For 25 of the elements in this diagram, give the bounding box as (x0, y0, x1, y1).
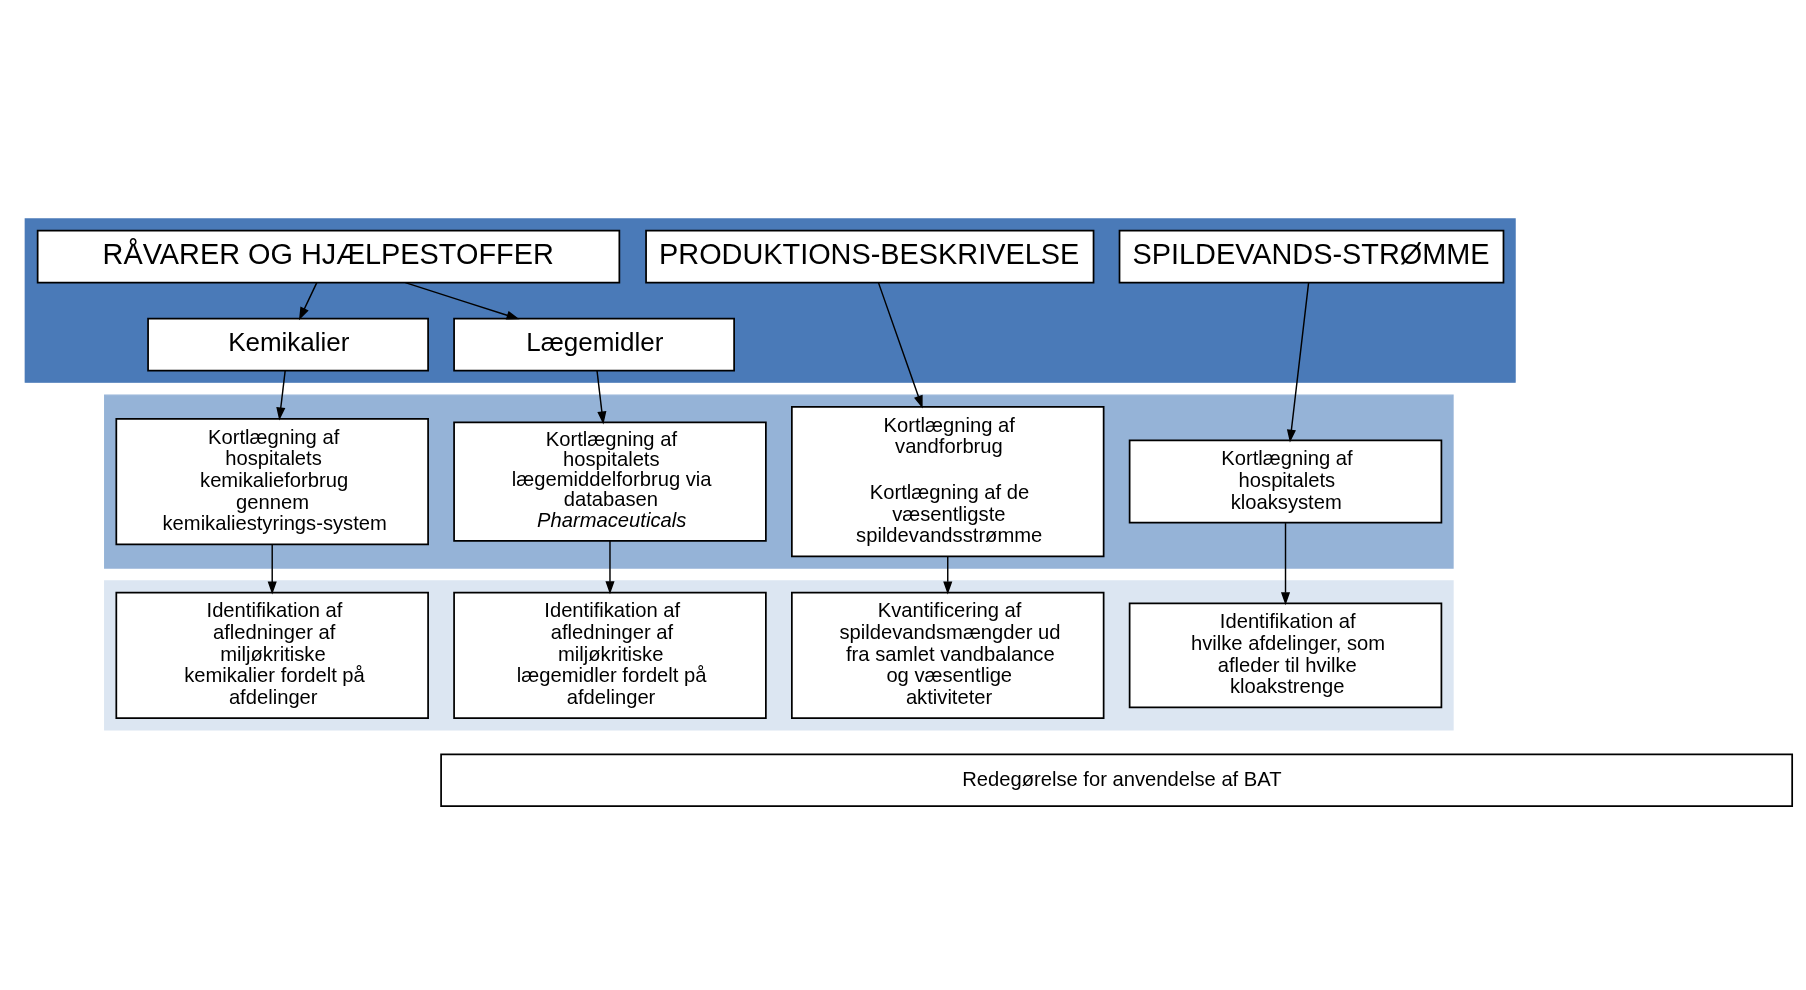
arrow (298, 281, 318, 320)
node-box: PRODUKTIONS-BESKRIVELSE (645, 229, 1095, 283)
cluster (24, 217, 1516, 383)
node-box: Lægemidler (453, 317, 735, 371)
arrow (404, 281, 520, 320)
arrow (596, 369, 607, 424)
node-box: RÅVARER OG HJÆLPESTOFFER (36, 229, 621, 283)
node-box: Redegørelse for anvendelse af BAT (440, 752, 1794, 807)
node-box: Kvantificering af spildevandsmængder ud fra samlet vandbalance og væsentlige aktiviteter (791, 591, 1105, 719)
arrow (1286, 281, 1310, 443)
node-box: Kortlægning af hospitalets kemikalieforbrug gennem kemikaliestyrings-system (115, 417, 429, 545)
node-box: Kortlægning af hospitalets lægemiddelforbrug via databasen Pharmaceuticals (453, 421, 767, 542)
node-box: Identifikation af afledninger af miljøkritiske lægemidler fordelt på afdelinger (453, 591, 767, 719)
node-box: Kemikalier (147, 317, 429, 371)
arrow (1280, 521, 1291, 605)
arrow (267, 543, 277, 594)
node-box: Identifikation af afledninger af miljøkritiske kemikalier fordelt på afdelinger (115, 591, 429, 719)
node-box: SPILDEVANDS-STRØMME (1118, 229, 1505, 283)
arrow (943, 555, 953, 594)
arrow (605, 539, 615, 594)
arrow (877, 281, 923, 409)
node-box: Kortlægning af vandforbrug Kortlægning af de væsentligste spildevandsstrømme (791, 405, 1105, 557)
arrow (276, 369, 286, 420)
node-box: Kortlægning af hospitalets kloaksystem (1128, 439, 1443, 524)
node-box: Identifikation af hvilke afdelinger, som afleder til hvilke kloakstrenge (1128, 602, 1443, 708)
